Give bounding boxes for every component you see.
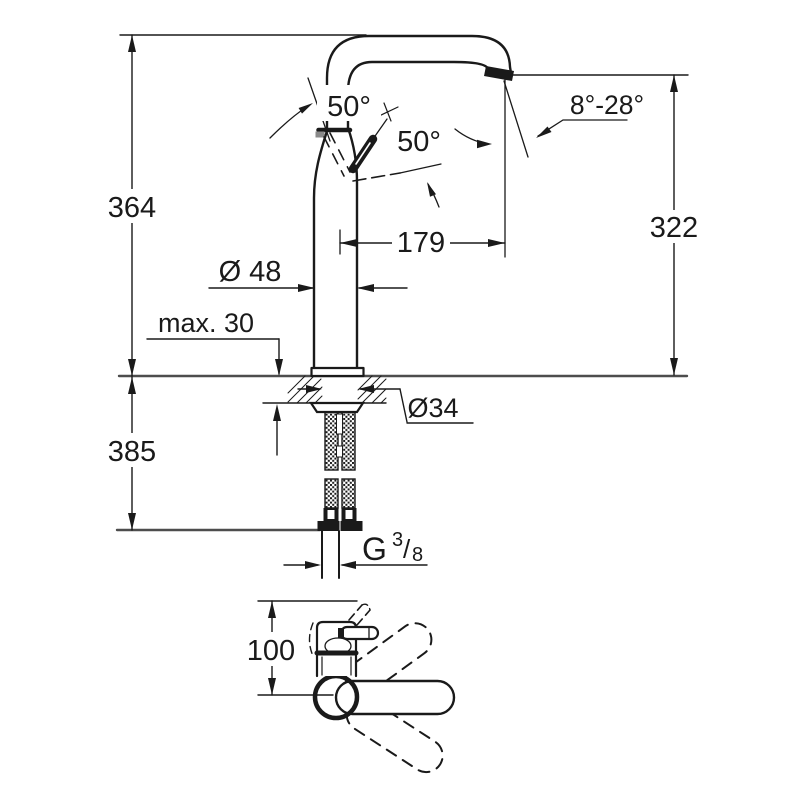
dim-100-arrow-down — [268, 678, 276, 695]
dim-g38-arrow-right — [340, 561, 356, 569]
lever-closed-dashed-1 — [323, 136, 345, 177]
thread-label-numerator: 3 — [392, 529, 403, 551]
dim-364-label-bg — [103, 189, 161, 223]
dim-179-label-bg — [392, 226, 450, 259]
dim-100-arrow-up — [268, 601, 276, 618]
lever-handle-highlight — [355, 142, 371, 165]
dimension-100 — [243, 600, 358, 696]
dim-179-label: 179 — [397, 227, 445, 259]
dim-max30-label: max. 30 — [158, 308, 254, 338]
angle-arc-2-arrowhead — [427, 182, 436, 197]
dim-179-arrow-left — [340, 239, 357, 247]
dim-d48-arrow-right — [357, 284, 374, 292]
braided-hose-left-lower — [324, 478, 339, 509]
thread-label-denominator: 8 — [412, 544, 423, 566]
dim-322-label-bg — [645, 210, 703, 243]
mounting-shank-and-hoses — [308, 401, 366, 579]
faucet-side-view: 364 385 322 179 — [103, 34, 703, 579]
angle-50-1-label: 50° — [327, 91, 371, 123]
dim-385-arrow-up — [128, 377, 136, 394]
dimension-179 — [339, 226, 506, 259]
dim-100-label-bg — [243, 632, 300, 666]
lever-horizontal-dashed — [352, 172, 401, 182]
dimension-max30 — [146, 338, 283, 456]
outlet-range-leader-arrowhead — [536, 126, 552, 138]
body-right-edge — [346, 126, 359, 370]
dim-364-label: 364 — [108, 192, 156, 224]
dim-d48-label: Ø 48 — [219, 256, 282, 288]
dimension-322 — [510, 74, 703, 376]
dim-385-label: 385 — [108, 436, 156, 468]
dim-364-arrow-down — [128, 359, 136, 376]
braided-hose-left-upper — [324, 411, 339, 471]
thread-label-slash: / — [403, 534, 411, 564]
outlet-tilted-line — [503, 80, 529, 158]
lever-swing-arc-dashed — [308, 622, 314, 657]
body-left-edge — [312, 129, 329, 370]
hose-center-slot-2 — [336, 445, 343, 458]
dimension-364 — [103, 34, 367, 377]
hose-connector-left-slot — [327, 510, 335, 519]
dim-max30-arrow-down — [275, 359, 283, 376]
cartridge-tab — [315, 131, 325, 138]
dim-364-arrow-up — [128, 35, 136, 52]
angle-arc-1-arrowhead — [298, 103, 313, 114]
dim-385-arrow-down — [128, 513, 136, 530]
top-view-lever — [339, 625, 380, 641]
dimension-g38 — [283, 561, 428, 569]
lever-closed-dashed-2 — [329, 132, 351, 173]
dim-d34-leader-diagonal — [399, 388, 408, 423]
lever-horizontal-extension — [399, 163, 442, 174]
dim-322-arrow-up — [670, 75, 678, 92]
dim-100-label: 100 — [247, 635, 295, 667]
dimension-385 — [103, 376, 161, 531]
spout-inner-edge — [346, 60, 490, 130]
outlet-angle-group — [454, 76, 628, 258]
hose-center-slot — [336, 413, 343, 435]
dim-d34-arrow-left — [306, 385, 322, 393]
angle-outlet-range-label: 8°-28° — [570, 90, 644, 120]
hose-nut-left — [317, 521, 340, 531]
faucet-top-view: 100 — [243, 600, 456, 774]
dimension-d34 — [297, 385, 474, 424]
dim-322-label: 322 — [650, 212, 698, 244]
dim-d34-label: Ø34 — [407, 393, 458, 423]
spout-arm-solid — [334, 679, 456, 716]
dimension-d48 — [208, 284, 408, 292]
dim-g38-arrow-left — [305, 561, 321, 569]
angle-50-1-bg — [317, 85, 381, 121]
lever-extension-line — [372, 118, 388, 140]
lever-group — [269, 77, 442, 208]
outlet-angle-arrowhead — [477, 139, 492, 149]
spout-outlet-face — [484, 66, 514, 81]
top-view-lever-dashed-1 — [348, 604, 363, 621]
spout-outer-edge — [325, 34, 513, 133]
top-view-lever-dashed-cap — [361, 603, 371, 611]
mounting-flange — [308, 401, 366, 414]
braided-hose-right-upper — [341, 411, 356, 471]
hose-nut-right — [340, 521, 363, 531]
dim-322-arrow-down — [670, 358, 678, 375]
dim-d34-arrow-right — [358, 385, 374, 393]
dim-179-arrow-right — [488, 239, 505, 247]
braided-hose-right-lower — [341, 478, 356, 509]
base-plate — [310, 366, 365, 378]
angle-50-2-label: 50° — [397, 126, 441, 158]
hose-connector-right-slot — [345, 510, 353, 519]
dim-d48-arrow-left — [298, 284, 315, 292]
outlet-range-leader — [537, 119, 628, 137]
lever-cross-mark-2 — [383, 102, 392, 122]
thread-label-prefix: G — [362, 531, 387, 567]
dim-385-label-bg — [103, 433, 161, 467]
top-view-lever-joint — [338, 628, 344, 638]
top-view-lever-dashed-2 — [356, 609, 371, 626]
